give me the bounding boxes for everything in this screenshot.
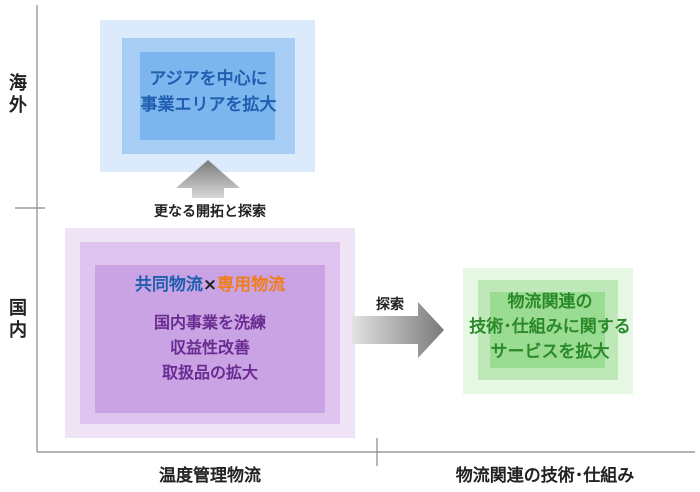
- x-label-left: 温度管理物流: [159, 466, 261, 486]
- tech-box-inner: [490, 292, 605, 368]
- up-arrow: [176, 160, 240, 198]
- tech-line-3: サービスを拡大: [490, 342, 610, 362]
- up-arrow-label: 更なる開拓と探索: [154, 204, 266, 220]
- y-label-domestic: 国内: [8, 298, 30, 342]
- overseas-line-1: アジアを中心に: [149, 69, 268, 89]
- domestic-heading-times: ×: [202, 275, 218, 295]
- tech-line-2: 技術･仕組みに関する: [469, 317, 631, 337]
- overseas-line-2: 事業エリアを拡大: [140, 95, 277, 115]
- domestic-box-text: 国内事業を洗練 収益性改善 取扱品の拡大: [80, 310, 340, 385]
- tech-line-1: 物流関連の: [507, 292, 593, 312]
- x-label-right: 物流関連の技術･仕組み: [455, 466, 635, 486]
- overseas-box-inner: [140, 52, 275, 140]
- domestic-heading-dedicated: 専用物流: [217, 275, 286, 295]
- y-label-domestic-text: 国内: [9, 298, 27, 341]
- domestic-line-2: 収益性改善: [169, 338, 250, 357]
- tech-box-text: 物流関連の 技術･仕組みに関する サービスを拡大: [430, 290, 670, 365]
- right-arrow: [352, 302, 444, 358]
- y-label-overseas: 海外: [8, 73, 30, 117]
- domestic-box-heading: 共同物流×専用物流: [80, 272, 340, 298]
- domestic-heading-shared: 共同物流: [134, 275, 203, 295]
- y-label-overseas-text: 海外: [9, 73, 27, 116]
- domestic-box-inner: [95, 265, 325, 413]
- domestic-line-1: 国内事業を洗練: [153, 313, 266, 332]
- domestic-line-3: 取扱品の拡大: [161, 363, 258, 382]
- overseas-box-text: アジアを中心に 事業エリアを拡大: [122, 66, 295, 118]
- right-arrow-label: 探索: [376, 297, 404, 313]
